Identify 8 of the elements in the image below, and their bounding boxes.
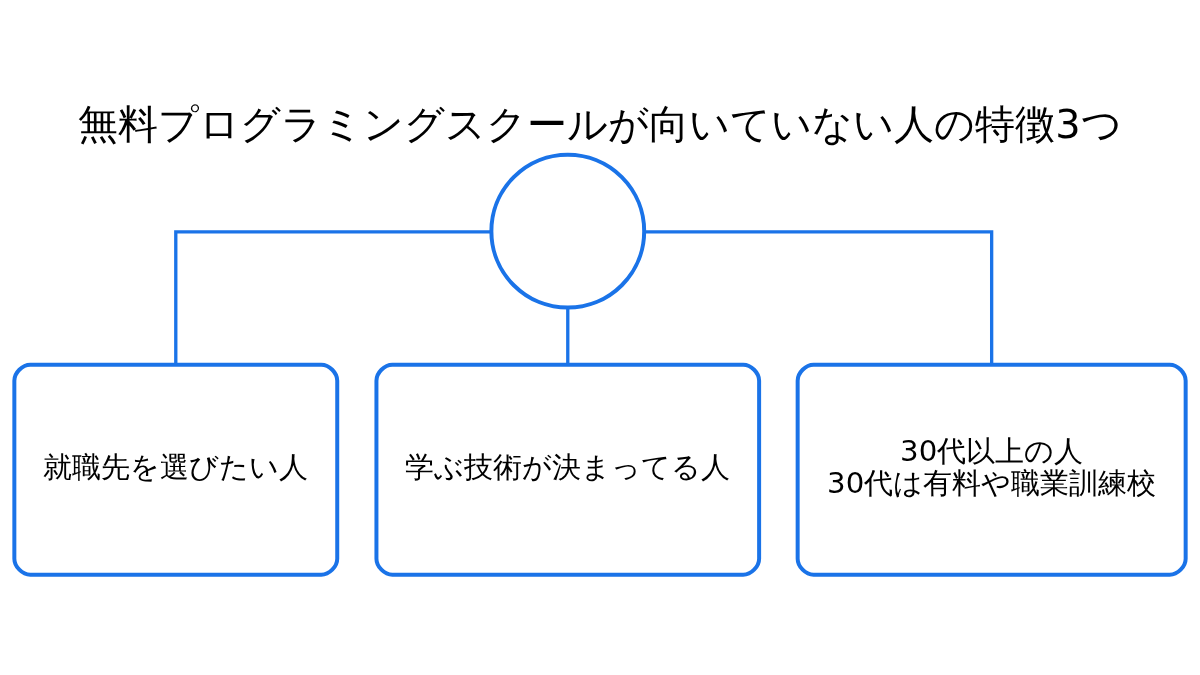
- diagram-title: 無料プログラミングスクールが向いていない人の特徴3つ: [78, 100, 1122, 147]
- node-box: 30代以上の人 30代は有料や職業訓練校: [795, 362, 1188, 577]
- node-box: 学ぶ技術が決まってる人: [374, 362, 762, 577]
- node-circle: [489, 152, 647, 310]
- node-box: 就職先を選びたい人: [12, 362, 340, 577]
- connector: [644, 230, 994, 365]
- connector: [566, 307, 570, 365]
- connector: [174, 230, 492, 365]
